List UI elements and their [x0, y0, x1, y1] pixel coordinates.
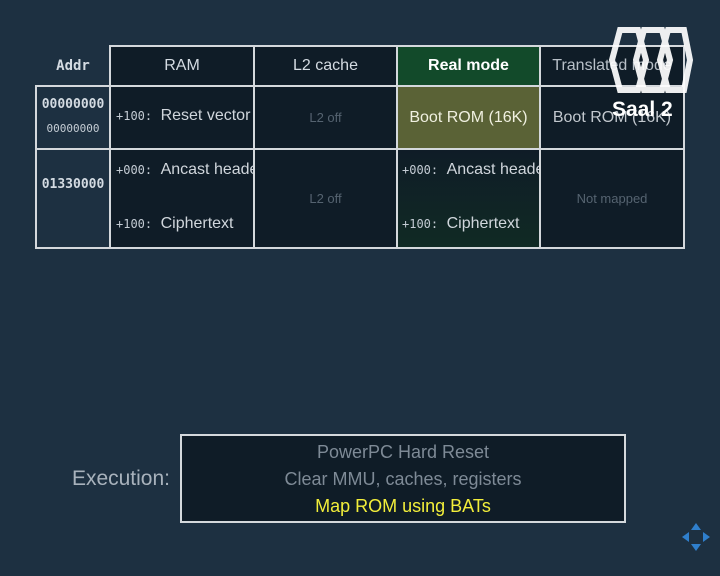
- ram-entry: +100: Reset vector: [116, 107, 250, 125]
- row-0-addr: 00000000 00000000: [36, 86, 110, 149]
- ram-entry: +000: Ancast header: [116, 161, 254, 179]
- execution-step: PowerPC Hard Reset: [316, 442, 490, 462]
- row-1-l2-cache: L2 off: [254, 149, 397, 248]
- grid-line: [396, 45, 398, 249]
- row-1-ram: +000: Ancast header +100: Ciphertext: [110, 149, 254, 248]
- execution-label: Execution:: [71, 467, 170, 490]
- row-0-addr-sub: 00000000: [46, 122, 100, 135]
- execution-step: Clear MMU, caches, registers: [284, 469, 522, 489]
- real-mode-entry: +000: Ancast header: [402, 161, 540, 179]
- row-1-translated-mode: Not mapped: [540, 149, 684, 248]
- row-0-ram: +100: Reset vector: [110, 86, 254, 149]
- header-real-mode: Real mode: [397, 46, 540, 86]
- execution-step-current: Map ROM using BATs: [315, 496, 491, 516]
- ram-entry-label: Reset vector: [160, 107, 251, 124]
- channel-logo-text: Saal 2: [612, 98, 673, 121]
- grid-line: [35, 247, 685, 249]
- row-1-addr-main: 01330000: [41, 177, 105, 192]
- ram-entry-label: Ancast header: [160, 161, 254, 178]
- grid-line: [35, 85, 37, 249]
- grid-line: [253, 45, 255, 249]
- channel-logo: Saal 2: [598, 26, 694, 130]
- execution-steps-box: PowerPC Hard Reset Clear MMU, caches, re…: [180, 434, 626, 523]
- row-0-real-mode: Boot ROM (16K): [397, 86, 540, 149]
- ccc-logo-icon: [608, 27, 694, 93]
- header-addr: Addr: [56, 58, 90, 74]
- row-0-l2-cache: L2 off: [254, 86, 397, 149]
- nav-arrows-icon[interactable]: [680, 521, 712, 553]
- ram-entry-label: Ciphertext: [160, 215, 234, 232]
- header-ram: RAM: [110, 46, 254, 86]
- grid-line: [683, 45, 685, 249]
- real-mode-entry-label: Ancast header: [446, 161, 540, 178]
- grid-line: [35, 85, 685, 87]
- grid-line: [539, 45, 541, 249]
- real-mode-entry-offset: +100:: [402, 217, 439, 231]
- header-l2-cache: L2 cache: [254, 46, 397, 86]
- row-1-addr: 01330000: [36, 149, 110, 248]
- grid-line: [35, 148, 685, 150]
- row-0-translated-mode: Boot ROM (16K): [540, 86, 684, 149]
- row-0-addr-main: 00000000: [41, 97, 105, 112]
- ram-entry-offset: +100:: [116, 217, 153, 231]
- slide-navigation[interactable]: [680, 521, 712, 553]
- grid-line: [109, 45, 111, 249]
- row-1-real-mode: +000: Ancast header +100: Ciphertext: [397, 149, 540, 248]
- real-mode-entry-label: Ciphertext: [446, 215, 520, 232]
- ram-entry-offset: +000:: [116, 163, 153, 177]
- real-mode-entry: +100: Ciphertext: [402, 215, 520, 233]
- real-mode-entry-offset: +000:: [402, 163, 439, 177]
- ram-entry-offset: +100:: [116, 109, 153, 123]
- ram-entry: +100: Ciphertext: [116, 215, 234, 233]
